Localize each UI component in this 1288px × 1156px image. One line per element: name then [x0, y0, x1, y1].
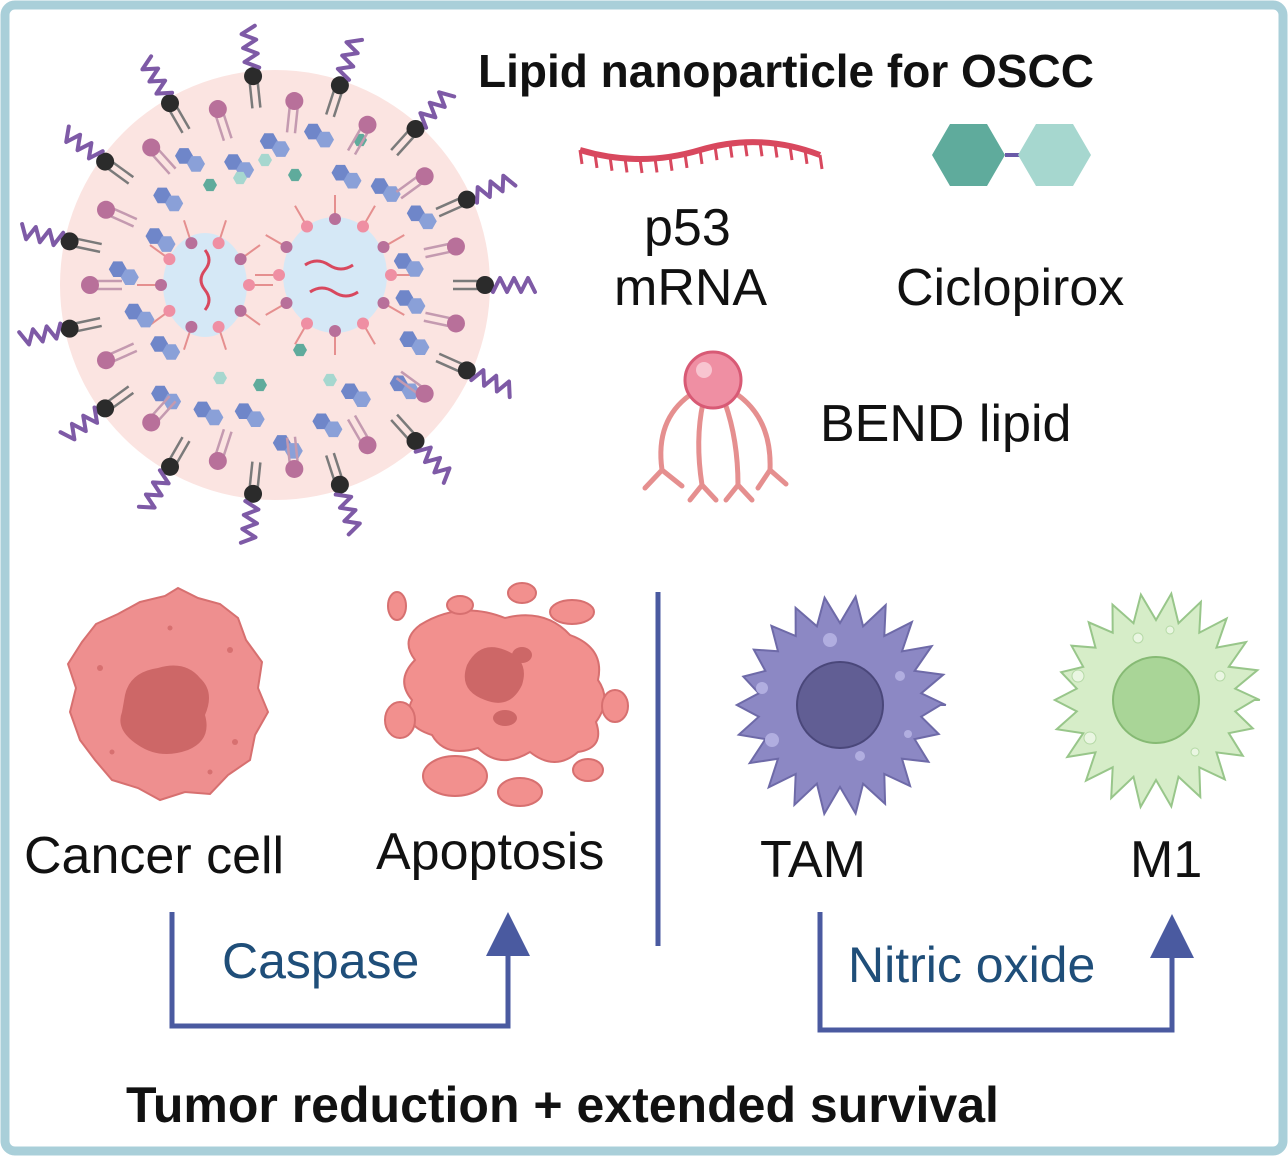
mrna-label-line2: mRNA [614, 259, 768, 317]
mrna-icon [578, 139, 824, 174]
lipid-nanoparticle-icon [17, 23, 537, 545]
ciclopirox-icon [932, 124, 1091, 186]
m1-label: M1 [1130, 831, 1203, 889]
ciclopirox-label: Ciclopirox [896, 259, 1125, 317]
caspase-arrow [169, 912, 530, 1029]
caspase-label: Caspase [222, 933, 420, 989]
m1-macrophage-icon [1052, 590, 1261, 810]
nitric-oxide-label: Nitric oxide [848, 937, 1096, 993]
cancer-cell-label: Cancer cell [24, 827, 285, 885]
tam-label: TAM [760, 831, 866, 889]
apoptosis-label: Apoptosis [376, 823, 605, 881]
figure-title: Lipid nanoparticle for OSCC [478, 45, 1094, 97]
nitric-oxide-arrow [817, 912, 1194, 1033]
cancer-cell-icon [66, 586, 270, 802]
mrna-label-line1: p53 [644, 199, 731, 257]
bend-lipid-icon [642, 350, 789, 503]
tam-macrophage-icon [734, 593, 947, 817]
apoptotic-cell-icon [384, 582, 629, 807]
footer-outcome: Tumor reduction + extended survival [126, 1077, 999, 1133]
bend-lipid-label: BEND lipid [820, 395, 1072, 453]
